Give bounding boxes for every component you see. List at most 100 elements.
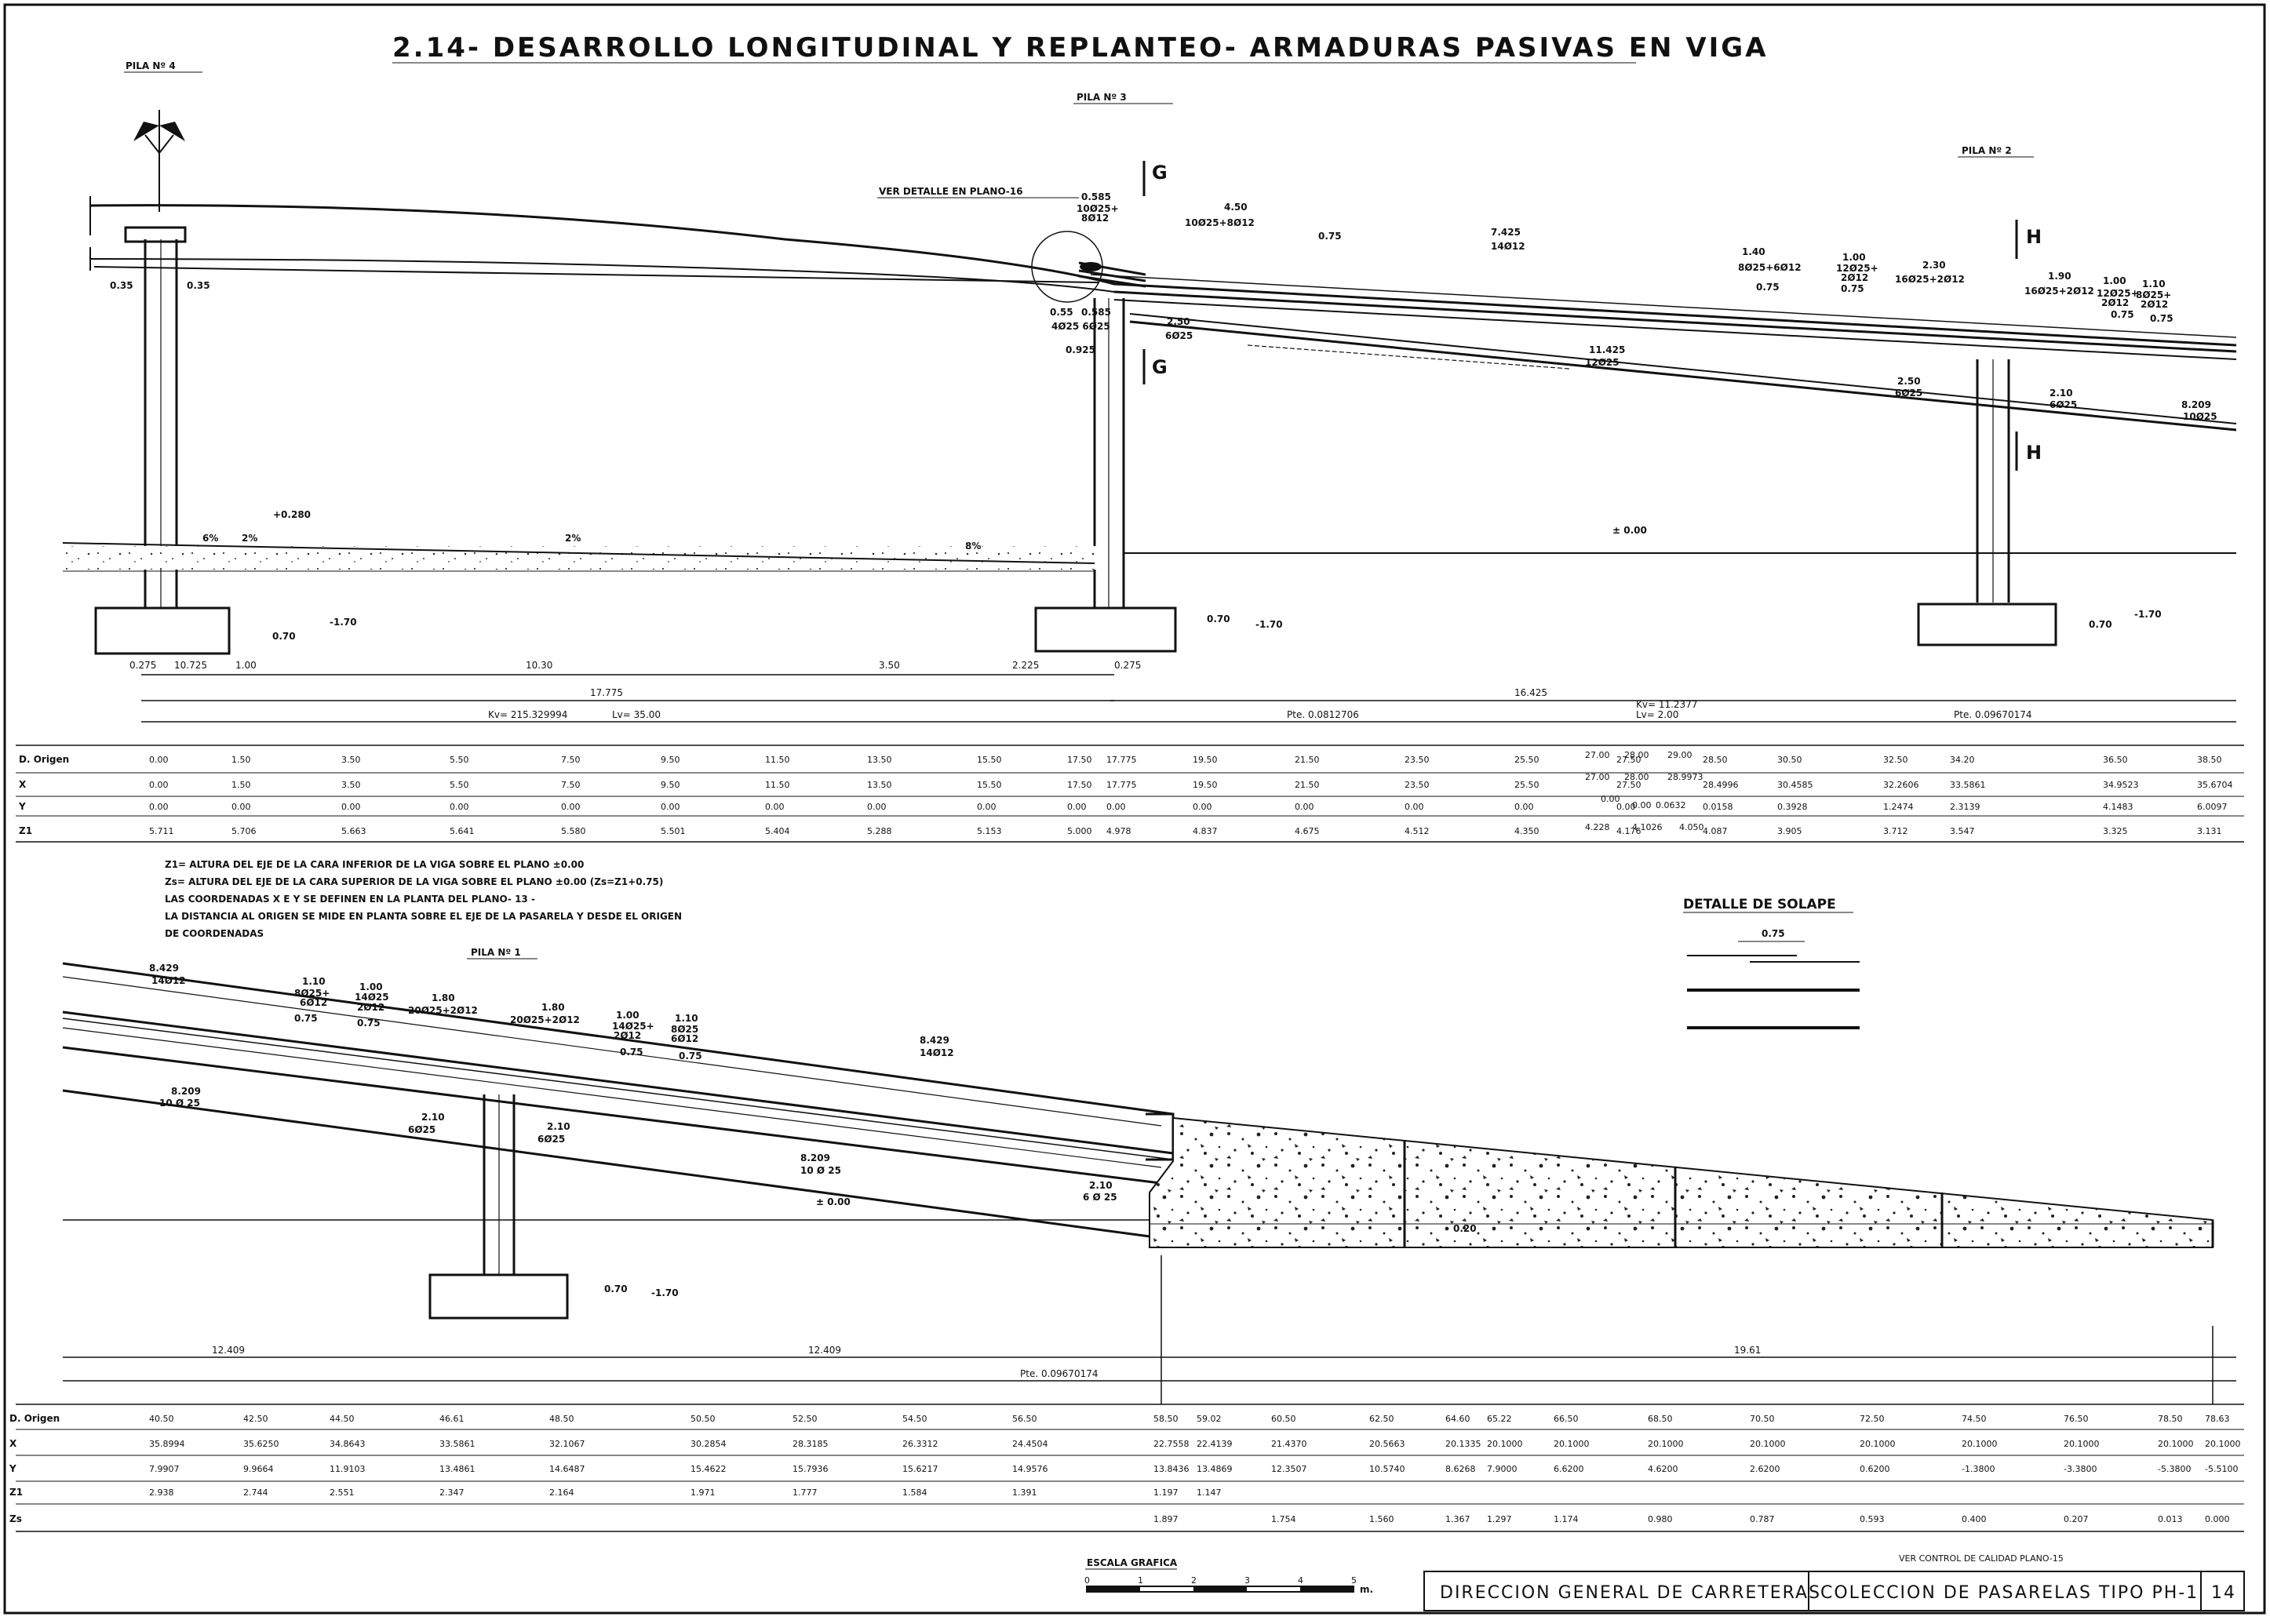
rebar-label-l3: 1.10 bbox=[302, 976, 326, 987]
dimension-d1: 0.275 bbox=[129, 660, 156, 671]
cell-lower-2-1: 9.9664 bbox=[243, 1464, 274, 1474]
rebar-label-u18: 1.90 bbox=[2048, 271, 2071, 282]
rebar-label-l18: 0.75 bbox=[620, 1047, 643, 1058]
rebar-label-l9: 2Ø12 bbox=[357, 1002, 384, 1013]
cell-upper-3-3: 5.641 bbox=[450, 826, 475, 836]
lower-row-label-3: Z1 bbox=[9, 1487, 23, 1498]
rebar-label-l27: 2.10 bbox=[421, 1112, 445, 1123]
cell-lower-0-9: 58.50 bbox=[1153, 1414, 1179, 1424]
cell-upper-0-18: 32.50 bbox=[1883, 755, 1908, 765]
dimension-d9: 16.425 bbox=[1514, 687, 1547, 698]
dimension-d14: Pte. 0.0812706 bbox=[1287, 709, 1359, 720]
cell-upper-1-8: 15.50 bbox=[977, 780, 1002, 790]
rebar-label-u33: 0.925 bbox=[1066, 344, 1095, 355]
cell-upper-extra-e9: 0.0632 bbox=[1656, 800, 1686, 810]
cell-upper-1-11: 19.50 bbox=[1193, 780, 1218, 790]
cell-upper-2-6: 0.00 bbox=[765, 802, 785, 812]
cell-upper-2-15: 0.00 bbox=[1616, 802, 1636, 812]
cell-upper-1-13: 23.50 bbox=[1405, 780, 1430, 790]
cell-lower-1-4: 32.1067 bbox=[549, 1439, 585, 1449]
cell-lower-0-22: 78.63 bbox=[2205, 1414, 2230, 1424]
cell-lower-1-15: 20.1000 bbox=[1554, 1439, 1590, 1449]
cell-upper-1-0: 0.00 bbox=[149, 780, 169, 790]
rebar-label-l29: 2.10 bbox=[547, 1121, 570, 1132]
cell-lower-0-20: 76.50 bbox=[2064, 1414, 2089, 1424]
note-2: Zs= ALTURA DEL EJE DE LA CARA SUPERIOR D… bbox=[165, 876, 663, 887]
cell-upper-extra-e10: 4.228 bbox=[1585, 822, 1610, 832]
cell-upper-0-15: 27.50 bbox=[1616, 755, 1641, 765]
cell-lower-1-13: 20.1335 bbox=[1445, 1439, 1481, 1449]
cell-lower-2-16: 4.6200 bbox=[1648, 1464, 1678, 1474]
cell-upper-0-17: 30.50 bbox=[1777, 755, 1802, 765]
cell-lower-3-3: 2.347 bbox=[439, 1487, 465, 1498]
rebar-label-u20: 1.00 bbox=[2103, 275, 2126, 286]
rebar-label-u8: 14Ø12 bbox=[1491, 241, 1525, 252]
rebar-label-u21: 12Ø25+ bbox=[2097, 288, 2139, 299]
cell-upper-3-11: 4.837 bbox=[1193, 826, 1218, 836]
cell-lower-0-2: 44.50 bbox=[330, 1414, 355, 1424]
rebar-label-u6: 0.75 bbox=[1318, 231, 1342, 242]
rebar-label-u41: 6Ø25 bbox=[2050, 399, 2077, 410]
scale-tick-4: 4 bbox=[1298, 1575, 1303, 1586]
rebar-label-l35: ± 0.00 bbox=[816, 1196, 851, 1207]
cell-lower-4-13: 1.367 bbox=[1445, 1514, 1470, 1524]
rebar-label-l25: 8.209 bbox=[171, 1086, 201, 1097]
dimension-d5: 3.50 bbox=[879, 660, 900, 671]
cell-upper-0-8: 15.50 bbox=[977, 755, 1002, 765]
cell-lower-0-17: 70.50 bbox=[1750, 1414, 1775, 1424]
rebar-label-u4: 4.50 bbox=[1224, 202, 1248, 213]
rebar-label-u32: 4Ø25 6Ø25 bbox=[1051, 321, 1110, 332]
dimension-d8: 17.775 bbox=[590, 687, 623, 698]
rebar-label-u39: 6Ø25 bbox=[1895, 388, 1922, 399]
rebar-label-u28: 0.35 bbox=[110, 280, 133, 291]
cell-upper-extra-e5: 28.00 bbox=[1624, 772, 1649, 782]
note-1: Z1= ALTURA DEL EJE DE LA CARA INFERIOR D… bbox=[165, 859, 584, 870]
cell-lower-2-13: 8.6268 bbox=[1445, 1464, 1476, 1474]
cell-upper-3-12: 4.675 bbox=[1295, 826, 1320, 836]
rebar-label-l17: 2Ø12 bbox=[614, 1030, 641, 1041]
cell-lower-1-12: 20.5663 bbox=[1369, 1439, 1405, 1449]
rebar-label-l12: 20Ø25+2Ø12 bbox=[408, 1005, 478, 1016]
rebar-label-u5: 10Ø25+8Ø12 bbox=[1185, 217, 1255, 228]
cell-upper-0-3: 5.50 bbox=[450, 755, 469, 765]
quality-control-note: VER CONTROL DE CALIDAD PLANO-15 bbox=[1899, 1553, 2064, 1564]
row-label-3: Z1 bbox=[19, 825, 32, 836]
cell-lower-2-5: 15.4622 bbox=[690, 1464, 727, 1474]
dimension-d7: 0.275 bbox=[1114, 660, 1141, 671]
cell-lower-4-18: 0.593 bbox=[1860, 1514, 1885, 1524]
scale-tick-3: 3 bbox=[1244, 1575, 1250, 1586]
cell-lower-3-2: 2.551 bbox=[330, 1487, 355, 1498]
cell-lower-0-3: 46.61 bbox=[439, 1414, 465, 1424]
cell-lower-0-15: 66.50 bbox=[1554, 1414, 1579, 1424]
rebar-label-l24: 14Ø12 bbox=[920, 1047, 954, 1058]
cell-lower-4-21: 0.013 bbox=[2158, 1514, 2183, 1524]
rebar-label-l11: 1.80 bbox=[432, 992, 455, 1003]
cell-lower-2-6: 15.7936 bbox=[792, 1464, 829, 1474]
cell-upper-0-16: 28.50 bbox=[1703, 755, 1728, 765]
cell-upper-2-18: 1.2474 bbox=[1883, 802, 1914, 812]
cell-upper-1-17: 30.4585 bbox=[1777, 780, 1813, 790]
rebar-label-u15: 0.75 bbox=[1841, 283, 1864, 294]
pier-label-2: PILA Nº 2 bbox=[1962, 145, 2012, 156]
cell-upper-2-0: 0.00 bbox=[149, 802, 169, 812]
scale-title: ESCALA GRAFICA bbox=[1087, 1557, 1178, 1568]
rebar-label-l4: 8Ø25+ bbox=[294, 988, 330, 999]
cell-upper-2-12: 0.00 bbox=[1295, 802, 1314, 812]
cell-lower-0-21: 78.50 bbox=[2158, 1414, 2183, 1424]
cell-lower-0-12: 62.50 bbox=[1369, 1414, 1394, 1424]
cell-lower-3-5: 1.971 bbox=[690, 1487, 716, 1498]
cell-upper-0-20: 36.50 bbox=[2103, 755, 2128, 765]
cell-upper-1-1: 1.50 bbox=[231, 780, 251, 790]
scale-tick-5: 5 bbox=[1351, 1575, 1357, 1586]
cell-upper-1-16: 28.4996 bbox=[1703, 780, 1739, 790]
rebar-label-u7: 7.425 bbox=[1491, 227, 1521, 238]
cell-lower-0-10: 59.02 bbox=[1197, 1414, 1222, 1424]
rebar-label-u9: 1.40 bbox=[1742, 246, 1765, 257]
rebar-label-l30: 6Ø25 bbox=[537, 1134, 565, 1145]
cell-lower-4-16: 0.980 bbox=[1648, 1514, 1673, 1524]
section-h-bottom: H bbox=[2026, 442, 2042, 464]
rebar-label-l15: 1.00 bbox=[616, 1010, 639, 1021]
cell-upper-2-14: 0.00 bbox=[1514, 802, 1534, 812]
lower-row-label-1: X bbox=[9, 1438, 17, 1449]
